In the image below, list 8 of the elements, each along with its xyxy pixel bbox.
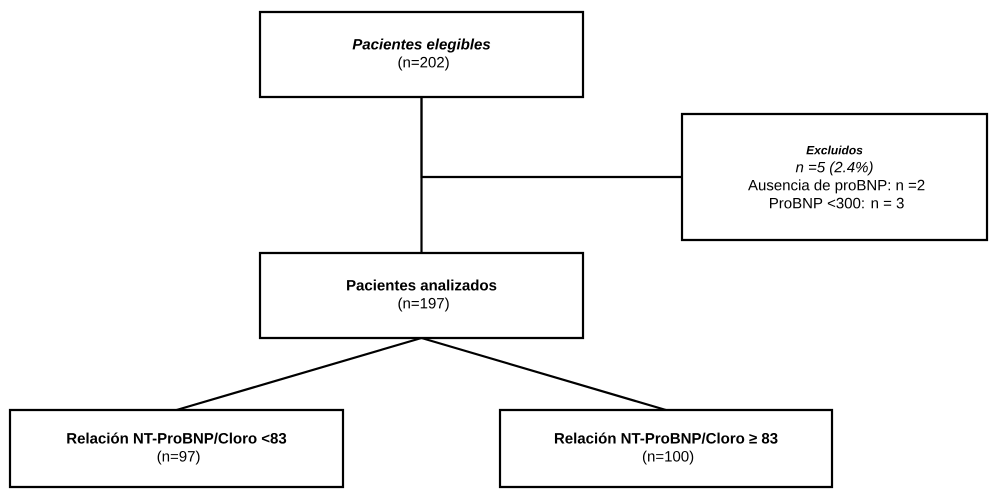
connector-line	[420, 97, 682, 178]
connector-line	[176, 336, 422, 412]
connector-line	[421, 336, 666, 412]
exclusion-box: Excluidos n =5 (2.4%) Ausencia de proBNP: n =2 ProBNP <300: n = 3	[680, 112, 988, 242]
process-box: Pacientes analizados (n=197)	[258, 252, 584, 340]
group-box: Relación NT-ProBNP/Cloro ≥ 83 (n=100)	[498, 408, 834, 488]
group-box: Relación NT-ProBNP/Cloro <83 (n=97)	[8, 408, 344, 488]
process-box: Pacientes elegibles (n=202)	[258, 10, 584, 98]
